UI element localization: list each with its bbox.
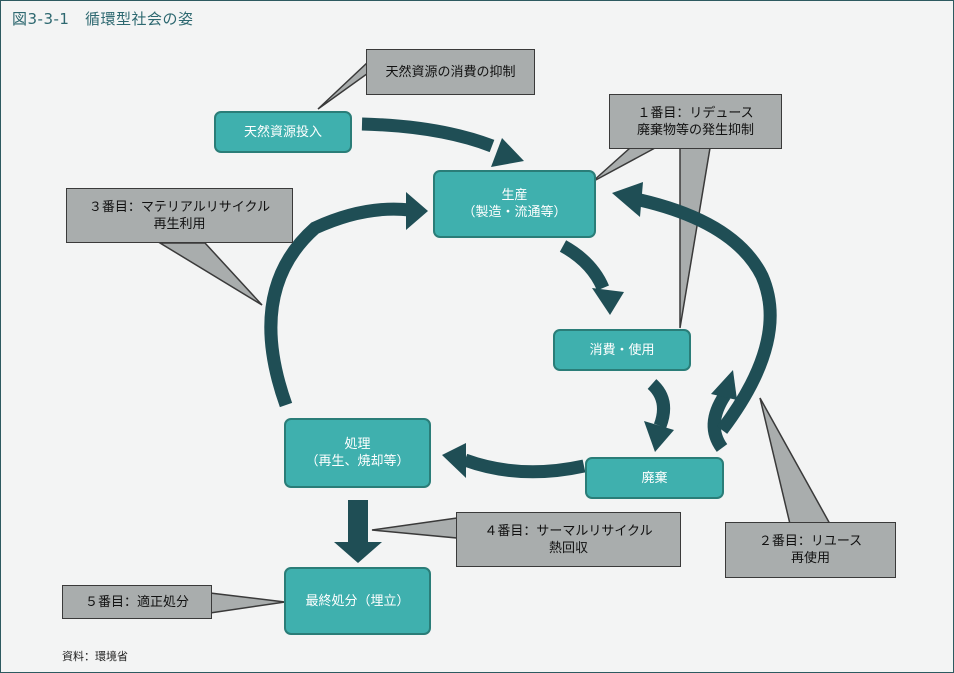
arrow-disposal-to-treatment <box>462 453 586 479</box>
arrowhead-production-from-disposal <box>612 182 643 217</box>
callout-text: ５番目：適正処分 <box>84 594 189 610</box>
callout-fifth-proper-disposal: ５番目：適正処分 <box>62 585 212 619</box>
arrowhead-final-disposal <box>334 542 382 563</box>
node-disposal: 廃棄 <box>585 457 724 499</box>
node-label: 廃棄 <box>641 470 668 486</box>
node-treatment: 処理 （再生、焼却等） <box>284 418 431 488</box>
callout-tail-first <box>679 147 711 329</box>
node-label: 最終処分（埋立） <box>305 593 410 609</box>
callout-tail-second <box>759 397 832 525</box>
callout-first-reduce: １番目：リデュース 廃棄物等の発生抑制 <box>609 94 782 149</box>
node-production: 生産 （製造・流通等） <box>433 170 596 238</box>
node-consumption: 消費・使用 <box>553 329 691 371</box>
arrowhead-consumption <box>592 288 624 315</box>
figure-title: 図3-3-1 循環型社会の姿 <box>12 10 194 28</box>
callout-text: １番目：リデュース <box>637 105 754 121</box>
arrowhead-production-from-treatment <box>406 192 428 230</box>
node-sublabel: （再生、焼却等） <box>305 454 410 469</box>
node-label: 消費・使用 <box>589 342 655 358</box>
callout-resource-restraint: 天然資源の消費の抑制 <box>366 49 535 95</box>
node-natural-resource-input: 天然資源投入 <box>214 111 352 153</box>
node-label: 天然資源投入 <box>243 124 322 140</box>
callout-text: ３番目：マテリアルリサイクル <box>88 199 271 215</box>
arrowhead-production-from-input <box>491 138 524 167</box>
arrow-treatment-to-production <box>264 202 411 408</box>
callout-subtext: 再生利用 <box>153 216 206 232</box>
source-note: 資料：環境省 <box>62 650 128 663</box>
arrowhead-consumption-from-disposal <box>711 370 737 400</box>
node-sublabel: （製造・流通等） <box>462 205 567 220</box>
callout-subtext: 廃棄物等の発生抑制 <box>636 122 754 138</box>
callout-subtext: 再使用 <box>790 551 830 566</box>
node-final-disposal: 最終処分（埋立） <box>284 567 431 635</box>
arrowhead-treatment <box>442 443 466 478</box>
arrow-input-to-production <box>361 117 495 153</box>
arrow-production-to-consumption <box>559 240 609 291</box>
callout-fourth-thermal-recycle: ４番目：サーマルリサイクル 熱回収 <box>456 512 681 567</box>
arrow-disposal-to-consumption <box>707 391 731 452</box>
callout-text: ４番目：サーマルリサイクル <box>484 523 653 539</box>
arrow-disposal-to-production <box>638 193 777 434</box>
callout-second-reuse: ２番目：リユース 再使用 <box>725 522 896 578</box>
arrow-consumption-to-disposal <box>647 379 671 429</box>
callout-tail-third <box>157 242 263 306</box>
callout-text: ２番目：リユース <box>758 534 863 549</box>
callout-tail-first-2 <box>591 147 656 183</box>
node-label: 生産 <box>501 188 528 203</box>
arrowhead-disposal <box>644 421 674 452</box>
arrow-shaft-final-disposal <box>348 500 368 545</box>
callout-subtext: 熱回収 <box>548 540 588 556</box>
node-label: 処理 <box>344 437 371 452</box>
callout-tail-fifth <box>209 592 286 614</box>
callout-text: 天然資源の消費の抑制 <box>385 64 516 80</box>
callout-tail-fourth <box>371 517 458 539</box>
callout-third-material-recycle: ３番目：マテリアルリサイクル 再生利用 <box>66 188 293 243</box>
